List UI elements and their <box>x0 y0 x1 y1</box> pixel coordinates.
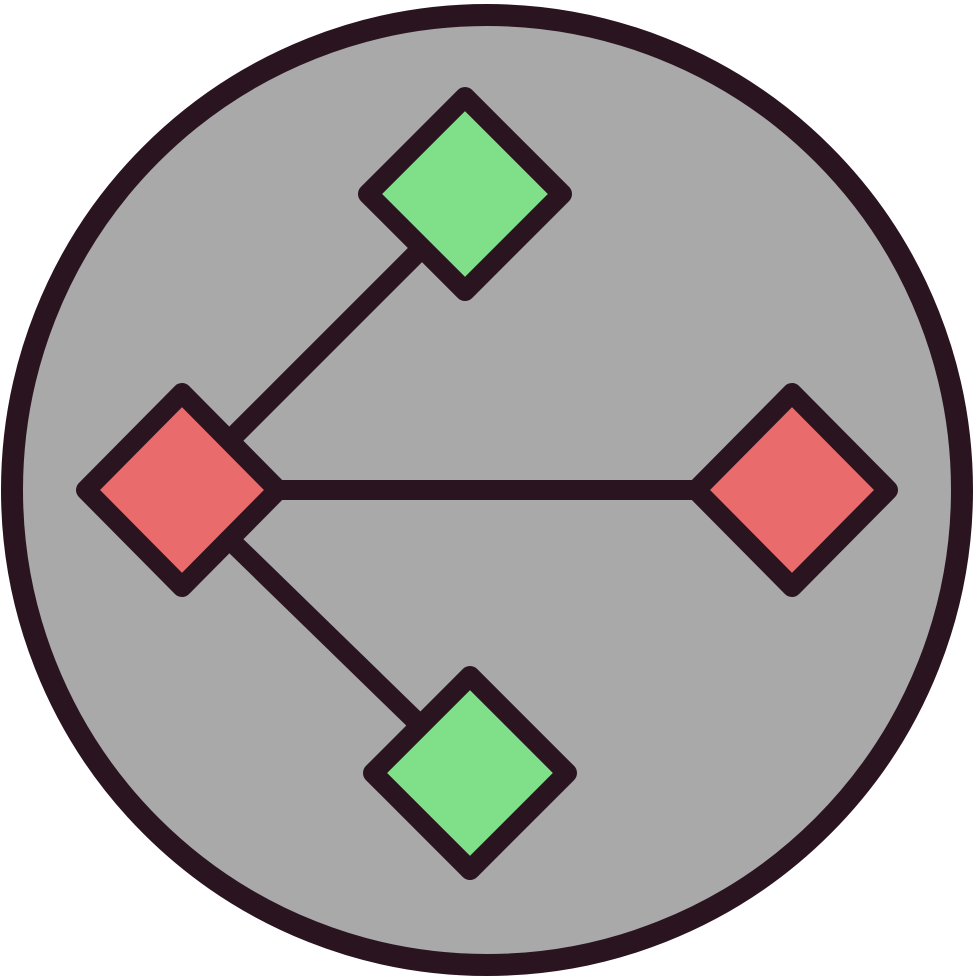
root-node-diamond <box>76 383 288 597</box>
bottom-leaf-node-diamond <box>363 666 577 880</box>
top-leaf-node-diamond <box>358 87 572 301</box>
right-leaf-node-diamond <box>686 383 898 597</box>
edge-root-to-bottom <box>220 530 430 735</box>
edge-root-to-top <box>220 242 428 450</box>
